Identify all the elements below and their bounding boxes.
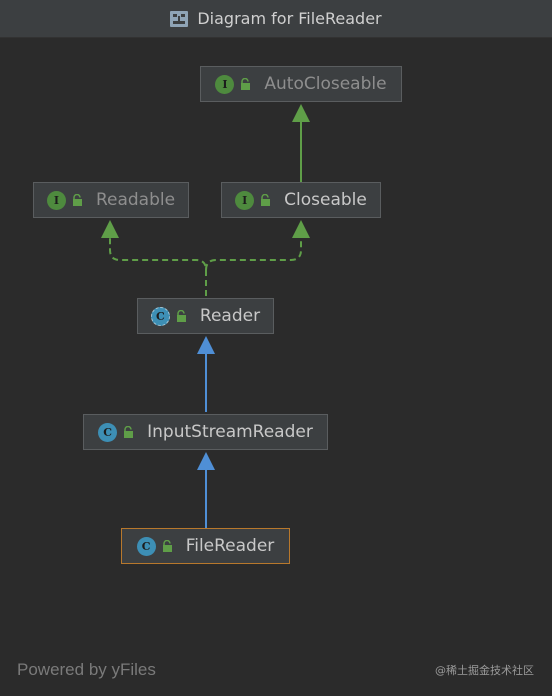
interface-icon: I	[46, 190, 66, 210]
node-label: AutoCloseable	[264, 74, 387, 94]
arrowhead-closeable	[292, 220, 310, 238]
powered-by-label: Powered by yFiles	[17, 660, 156, 679]
class-icon: C	[98, 422, 118, 442]
interface-icon: I	[235, 190, 255, 210]
diagram-edges	[101, 104, 310, 528]
node-label: Closeable	[284, 190, 367, 210]
lock-icon	[162, 540, 172, 552]
node-label: FileReader	[185, 536, 275, 556]
diagram-icon	[170, 10, 189, 27]
diagram-canvas[interactable]: I AutoCloseable I Readable I Closeable C…	[0, 38, 552, 696]
arrowhead-reader	[197, 336, 215, 354]
abstract-class-icon: C	[150, 306, 170, 326]
lock-icon	[261, 194, 271, 206]
arrowhead-inputstreamreader	[197, 452, 215, 470]
node-closeable[interactable]: I Closeable	[221, 182, 381, 218]
node-readable[interactable]: I Readable	[33, 182, 189, 218]
lock-icon	[72, 194, 82, 206]
lock-icon	[124, 426, 134, 438]
class-icon: C	[136, 536, 156, 556]
lock-icon	[176, 310, 186, 322]
node-autocloseable[interactable]: I AutoCloseable	[200, 66, 402, 102]
lock-icon	[241, 78, 251, 90]
window-titlebar: Diagram for FileReader	[0, 0, 552, 38]
node-label: InputStreamReader	[147, 422, 313, 442]
arrowhead-readable	[101, 220, 119, 238]
arrowhead-autocloseable	[292, 104, 310, 122]
node-label: Reader	[199, 306, 261, 326]
edge-reader-closeable	[205, 238, 302, 271]
node-label: Readable	[95, 190, 176, 210]
node-reader[interactable]: C Reader	[137, 298, 274, 334]
node-inputstreamreader[interactable]: C InputStreamReader	[83, 414, 328, 450]
window-title: Diagram for FileReader	[197, 9, 382, 28]
interface-icon: I	[215, 74, 235, 94]
edge-reader-readable	[109, 238, 207, 296]
node-filereader[interactable]: C FileReader	[121, 528, 290, 564]
watermark: @稀土掘金技术社区	[435, 664, 534, 677]
